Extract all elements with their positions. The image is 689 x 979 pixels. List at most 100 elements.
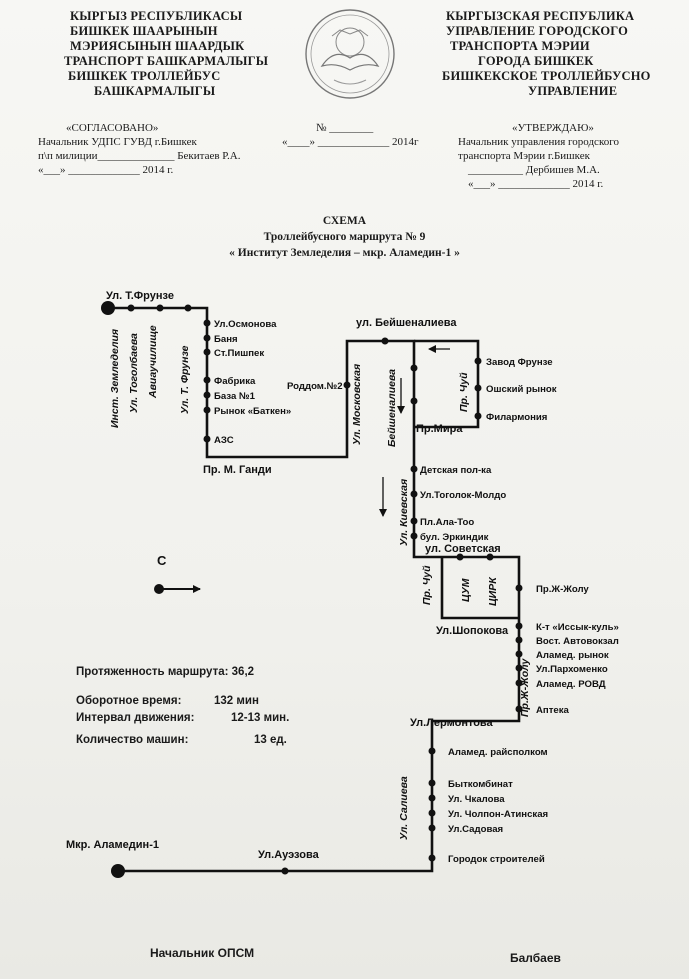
street-label-pr-mira: Пр.Мира [416, 423, 463, 435]
stop-label: К-т «Иссык-куль» [536, 622, 619, 633]
stop-label: База №1 [214, 391, 256, 402]
terminal-institute [101, 301, 115, 315]
header-left-line: БИШКЕК ТРОЛЛЕЙБУС [68, 69, 221, 83]
route-line-west [108, 306, 521, 618]
turnover-value: 132 мин [214, 695, 259, 707]
stop-label: Ул.Осмонова [214, 319, 277, 330]
street-label-shopokova: Ул.Шопокова [436, 625, 509, 637]
header-left-line: ТРАНСПОРТ БАШКАРМАЛЫГЫ [64, 54, 269, 68]
street-label-tsirk: ЦИРК [487, 576, 499, 606]
street-label-inst-zemledeliya: Инст. Земледелия [109, 329, 121, 428]
footer-position: Начальник ОПСМ [150, 946, 255, 960]
cars-label: Количество машин: [76, 734, 189, 746]
header-right-line: ГОРОДА БИШКЕК [478, 54, 594, 68]
stop-label: Вост. Автовокзал [536, 636, 619, 647]
agreed-line: п\п милиции______________ Бекитаев Р.А. [38, 150, 241, 162]
route-line-shopokova-loop [440, 557, 519, 620]
street-label-moskovskaya: Ул. Московская [351, 364, 363, 445]
street-label-togolbaeva: Ул. Тоголбаева [128, 333, 140, 413]
approved-line: транспорта Мэрии г.Бишкек [458, 150, 590, 162]
street-label-aviauchilishe: Авиаучилище [147, 325, 159, 399]
stop-label: Пр.Ж-Жолу [536, 584, 589, 595]
header-left-line: КЫРГЫЗ РЕСПУБЛИКАСЫ [70, 9, 243, 23]
header-right-block: КЫРГЫЗСКАЯ РЕСПУБЛИКА УПРАВЛЕНИЕ ГОРОДСК… [442, 9, 651, 99]
street-label-kievskaya: Ул. Киевская [398, 479, 410, 546]
header-right-line: БИШКЕКСКОЕ ТРОЛЛЕЙБУСНО [442, 69, 651, 83]
route-line-chui-loop [414, 339, 480, 429]
stop-label: бул. Эркиндик [420, 532, 489, 543]
header-right-line: УПРАВЛЕНИЕ [528, 84, 618, 98]
street-label-beishenalieva-vertical: Бейшеналиева [386, 369, 398, 447]
street-label-beishenalieva: ул. Бейшеналиева [356, 317, 457, 329]
stop-label: Аламед. райсполком [448, 747, 548, 758]
header-right-line: ТРАНСПОРТА МЭРИИ [450, 39, 590, 53]
agreed-line: «СОГЛАСОВАНО» [66, 122, 159, 134]
stop-label: Детская пол-ка [420, 465, 492, 476]
street-label-t-frunze: Ул. Т.Фрунзе [106, 290, 174, 302]
scheme-route-endpoints: « Институт Земледелия – мкр. Аламедин-1 … [229, 247, 460, 259]
street-label-chui-top: Пр. Чуй [458, 372, 470, 412]
turnover-label: Оборотное время: [76, 695, 182, 707]
agreed-block: «СОГЛАСОВАНО» Начальник УДПС ГУВД г.Бишк… [38, 121, 240, 177]
route-lines [108, 306, 521, 873]
street-label-sovetskaya: ул. Советская [425, 543, 501, 555]
approved-line: «___» _____________ 2014 г. [468, 178, 604, 190]
stop-label: Аламед. РОВД [536, 679, 606, 690]
compass-label: С [157, 553, 167, 568]
terminal-label-alamedin: Мкр. Аламедин-1 [66, 839, 159, 851]
stop-dots [127, 304, 523, 875]
header-right-line: КЫРГЫЗСКАЯ РЕСПУБЛИКА [446, 9, 635, 23]
header-left-line: МЭРИЯСЫНЫН ШААРДЫК [70, 39, 245, 53]
street-label-chui-bottom: Пр. Чуй [421, 565, 433, 605]
street-label-salieva: Ул. Салиева [398, 776, 410, 840]
stop-label: АЗС [214, 435, 234, 446]
agreed-line: Начальник УДПС ГУВД г.Бишкек [38, 136, 197, 148]
stop-label: Ул. Чолпон-Атинская [448, 809, 548, 820]
header-right-line: УПРАВЛЕНИЕ ГОРОДСКОГО [446, 24, 629, 38]
stop-label: Завод Фрунзе [486, 357, 553, 368]
emblem-seal [305, 9, 395, 99]
approved-line: __________ Дербишев М.А. [468, 164, 600, 176]
street-label-gandi: Пр. М. Ганди [203, 464, 272, 476]
footer-signatory: Балбаев [510, 951, 561, 965]
scheme-route: Троллейбусного маршрута № 9 [263, 231, 426, 243]
street-label-tsum: ЦУМ [460, 578, 472, 602]
stop-label: Роддом.№2 [287, 381, 343, 392]
street-label-t-frunze-vertical: Ул. Т. Фрунзе [179, 345, 191, 414]
header-left-line: БИШКЕК ШААРЫНЫН [70, 24, 218, 38]
stop-label: Ул.Пархоменко [536, 664, 608, 675]
route-line-southeast [118, 618, 521, 873]
stop-label: Рынок «Баткен» [214, 406, 291, 417]
agreed-line: «___» _____________ 2014 г. [38, 164, 174, 176]
terminal-alamedin [111, 864, 125, 878]
stop-label: Ошский рынок [486, 384, 557, 395]
route-length: Протяженность маршрута: 36,2 [76, 666, 255, 678]
stop-label: Ул. Чкалова [448, 794, 505, 805]
header-left-block: КЫРГЫЗ РЕСПУБЛИКАСЫ БИШКЕК ШААРЫНЫН МЭРИ… [64, 9, 268, 99]
stop-label: Фабрика [214, 376, 256, 387]
cars-value: 13 ед. [254, 734, 287, 746]
interval-value: 12-13 мин. [231, 712, 290, 724]
stop-label: Пл.Ала-Тоо [420, 517, 474, 528]
street-label-auezova: Ул.Ауэзова [258, 849, 320, 861]
header-left-line: БАШКАРМАЛЫГЫ [94, 84, 216, 98]
stop-label: Ул.Садовая [448, 824, 503, 835]
stop-label: Аптека [536, 705, 570, 716]
interval-label: Интервал движения: [76, 712, 195, 724]
approved-line: Начальник управления городского [458, 136, 619, 148]
approved-block: «УТВЕРЖДАЮ» Начальник управления городск… [458, 121, 619, 191]
stop-label: Быткомбинат [448, 779, 513, 790]
compass-dot [154, 584, 164, 594]
street-label-zh-zholu: Пр.Ж-Жолу [519, 657, 531, 717]
approved-line: «УТВЕРЖДАЮ» [512, 122, 594, 134]
stop-label: Баня [214, 334, 238, 345]
number-block: № ________ «____» _____________ 2014г [282, 121, 419, 149]
document-number: № ________ [316, 122, 374, 134]
document-date: «____» _____________ 2014г [282, 136, 419, 148]
stop-label: Ст.Пишпек [214, 348, 264, 359]
stop-label: Городок строителей [448, 854, 545, 865]
stop-label: Аламед. рынок [536, 650, 609, 661]
scheme-title: СХЕМА [322, 215, 367, 227]
